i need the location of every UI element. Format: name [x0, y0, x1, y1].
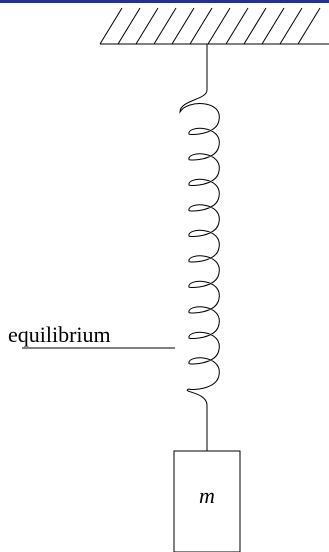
hatch-line	[189, 7, 213, 45]
hatch-line	[153, 7, 177, 45]
mass-block	[173, 450, 241, 552]
hatch-line	[243, 7, 267, 45]
top-bar	[0, 0, 329, 3]
hatch-line	[135, 7, 159, 45]
hatch-line	[279, 7, 303, 45]
hatch-line	[99, 7, 123, 45]
hatch-line	[171, 7, 195, 45]
hatch-line	[297, 7, 321, 45]
mass-label: m	[199, 483, 215, 508]
ceiling-hatching	[99, 7, 321, 45]
hatch-line	[207, 7, 231, 45]
hatch-line	[261, 7, 285, 45]
spring-coil	[179, 89, 220, 406]
ceiling-support	[99, 7, 329, 45]
hatch-line	[117, 7, 141, 45]
equilibrium-label: equilibrium	[8, 322, 111, 347]
hatch-line	[225, 7, 249, 45]
